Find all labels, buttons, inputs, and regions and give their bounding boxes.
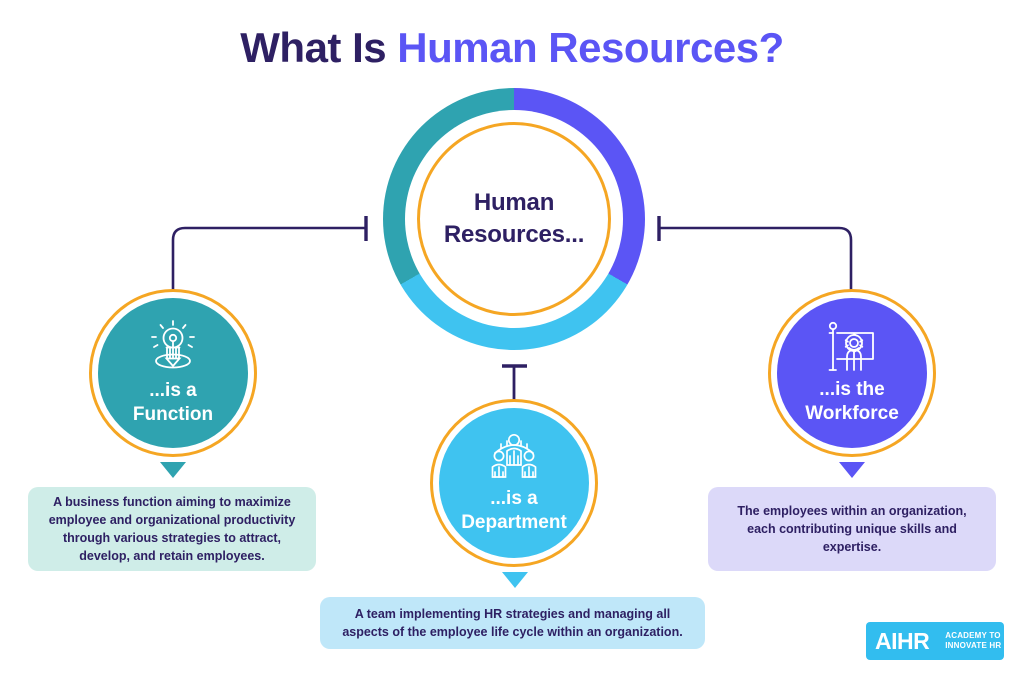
branch-circle-department-fill: ...is a Department xyxy=(439,408,589,558)
branch-label-department: ...is a Department xyxy=(461,487,567,535)
logo-tagline-line1: ACADEMY TO xyxy=(945,631,1001,640)
flag-board-gear-icon xyxy=(828,321,874,371)
logo-wordmark: AIHR xyxy=(875,628,930,654)
branch-circle-function-fill: ...is a Function xyxy=(98,298,248,448)
page-title: What Is Human Resources? xyxy=(0,20,1024,76)
arrow-workforce xyxy=(839,462,865,478)
branch-circle-department[interactable]: ...is a Department xyxy=(430,399,598,567)
center-node: Human Resources... xyxy=(383,88,645,350)
connector-left xyxy=(171,226,366,291)
center-label: Human Resources... xyxy=(443,187,585,251)
arrow-function xyxy=(160,462,186,478)
center-label-line2: Resources... xyxy=(443,221,585,248)
branch-label-function-line2: Function xyxy=(132,404,214,425)
lightbulb-pin-icon xyxy=(151,320,195,369)
branch-label-workforce: ...is the Workforce xyxy=(805,378,899,426)
branch-label-function: ...is a Function xyxy=(133,379,213,427)
branch-circle-workforce-fill: ...is the Workforce xyxy=(777,298,927,448)
title-part-dark: What Is xyxy=(240,24,398,71)
center-inner-circle: Human Resources... xyxy=(417,122,611,316)
arrow-department xyxy=(502,572,528,588)
logo-tagline-line2: INNOVATE HR xyxy=(945,641,1002,650)
branch-label-function-line1: ...is a xyxy=(149,380,197,401)
aihr-logo: AIHR ACADEMY TO INNOVATE HR xyxy=(866,622,1004,660)
branch-label-department-line1: ...is a xyxy=(490,488,538,509)
branch-label-workforce-line1: ...is the xyxy=(819,379,885,400)
logo-tagline: ACADEMY TO INNOVATE HR xyxy=(945,631,1001,651)
description-workforce: The employees within an organization, ea… xyxy=(708,487,996,571)
description-function: A business function aiming to maximize e… xyxy=(28,487,316,571)
center-label-line1: Human xyxy=(473,189,555,216)
branch-circle-function[interactable]: ...is a Function xyxy=(89,289,257,457)
branch-circle-workforce[interactable]: ...is the Workforce xyxy=(768,289,936,457)
description-department: A team implementing HR strategies and ma… xyxy=(320,597,705,649)
people-group-icon xyxy=(491,433,537,478)
connector-right xyxy=(659,226,853,291)
title-part-accent: Human Resources? xyxy=(397,24,784,71)
branch-label-workforce-line2: Workforce xyxy=(805,403,899,424)
branch-label-department-line2: Department xyxy=(461,512,567,533)
